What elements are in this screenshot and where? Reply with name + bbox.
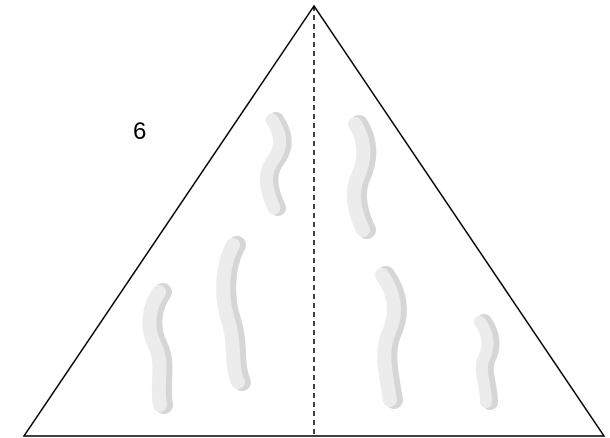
squiggle-4 — [142, 283, 173, 414]
squiggle-6 — [474, 314, 500, 410]
squiggle-2 — [346, 115, 377, 239]
squiggle-5 — [375, 266, 407, 409]
squiggle-1 — [259, 112, 292, 216]
triangle-outline — [22, 4, 606, 437]
squiggle-3 — [216, 236, 251, 391]
side-length-label: 6 — [133, 118, 146, 145]
squiggle-decorations — [142, 112, 500, 414]
